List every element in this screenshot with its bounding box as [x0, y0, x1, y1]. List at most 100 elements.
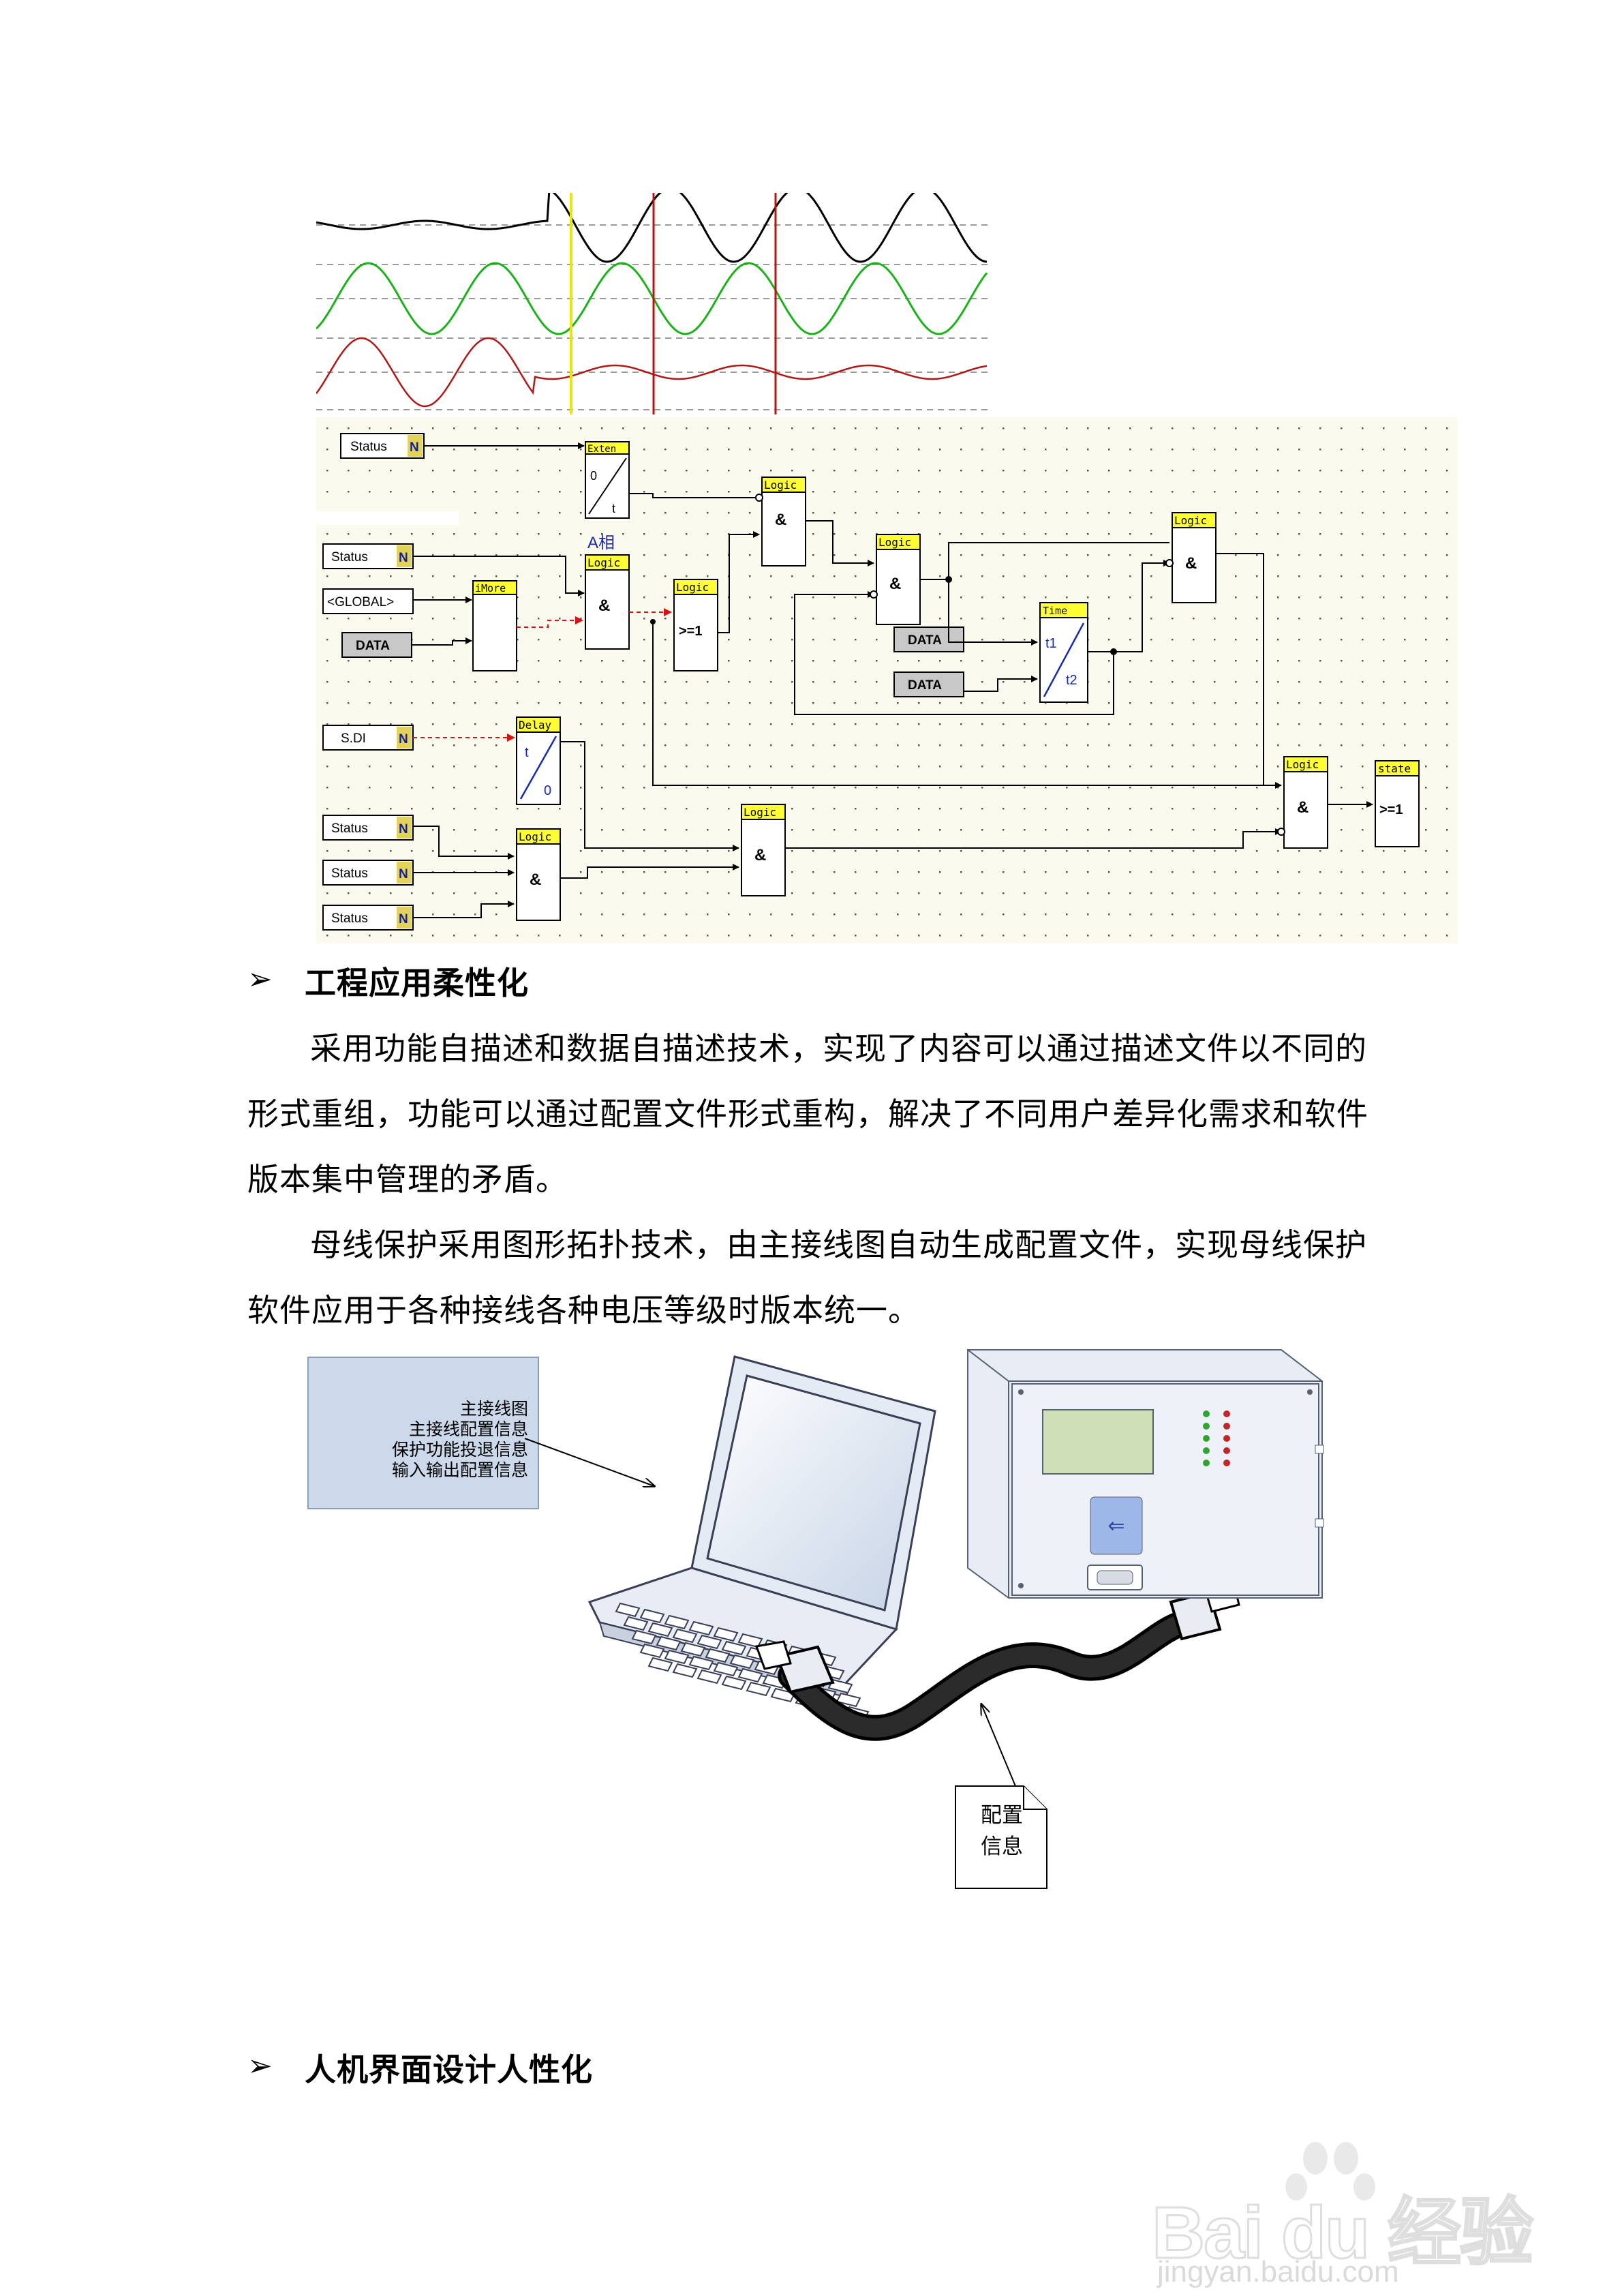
block-time[interactable]: Time t1 t2 — [1039, 602, 1088, 703]
info-line: 主接线配置信息 — [408, 1419, 528, 1439]
paragraph: 采用功能自描述和数据自描述技术，实现了内容可以通过描述文件以不同的形式重组，功能… — [247, 1030, 1368, 1198]
section-heading: 人机界面设计人性化 — [305, 2051, 593, 2088]
laptop-key — [672, 1663, 698, 1678]
svg-text:Logic: Logic — [744, 806, 776, 819]
doc-label: 配置 信息 — [981, 1803, 1023, 1859]
svg-text:&: & — [1297, 798, 1309, 817]
svg-text:Delay: Delay — [519, 719, 552, 731]
laptop-key — [647, 1657, 673, 1672]
input-status-a[interactable]: Status N — [322, 543, 414, 569]
input-status-b2[interactable]: Status N — [322, 860, 414, 886]
svg-text:N: N — [399, 867, 408, 881]
status-led — [1223, 1410, 1230, 1417]
info-line: 保护功能投退信息 — [391, 1440, 528, 1460]
block-imore[interactable]: iMore — [472, 580, 517, 671]
laptop-key — [623, 1616, 649, 1631]
svg-text:Status: Status — [331, 911, 368, 926]
laptop-key — [827, 1678, 853, 1694]
block-logic-7[interactable]: Logic & — [741, 804, 786, 896]
svg-text:iMore: iMore — [475, 582, 506, 594]
svg-text:0: 0 — [590, 469, 597, 483]
phase-label: A相 — [587, 534, 615, 552]
paragraph: 母线保护采用图形拓扑技术，由主接线图自动生成配置文件，实现母线保护软件应用于各种… — [247, 1226, 1367, 1329]
status-led — [1203, 1435, 1210, 1442]
laptop-key — [721, 1640, 747, 1656]
svg-text:t1: t1 — [1045, 636, 1057, 651]
svg-text:Status: Status — [350, 440, 387, 454]
svg-text:Logic: Logic — [1286, 758, 1319, 771]
svg-text:<GLOBAL>: <GLOBAL> — [327, 595, 394, 609]
svg-text:Logic: Logic — [1174, 514, 1207, 527]
laptop-key — [721, 1675, 747, 1691]
svg-text:S.DI: S.DI — [341, 731, 366, 746]
relay-device-icon: ⇐ — [967, 1349, 1324, 1599]
bullet-marker: ➢ — [247, 962, 273, 997]
svg-text:Logic: Logic — [676, 581, 709, 594]
block-logic-5[interactable]: Logic & — [1172, 512, 1216, 603]
svg-text:Status: Status — [331, 821, 368, 836]
input-data-t2[interactable]: DATA — [893, 671, 964, 697]
svg-text:⇐: ⇐ — [1107, 1514, 1124, 1538]
input-status-b3[interactable]: Status N — [322, 905, 414, 931]
svg-text:&: & — [598, 596, 610, 615]
input-status-b1[interactable]: Status N — [322, 815, 414, 841]
block-delay[interactable]: Delay t 0 — [516, 716, 561, 805]
logic-red-wires — [413, 608, 672, 742]
laptop-key — [639, 1643, 665, 1659]
paw-logo-icon — [1285, 2142, 1375, 2201]
block-logic-6[interactable]: Logic & — [516, 828, 561, 921]
svg-text:Time: Time — [1043, 605, 1067, 617]
status-led — [1223, 1447, 1230, 1454]
svg-text:&: & — [775, 511, 786, 529]
svg-text:t: t — [612, 502, 615, 515]
waveform-recording — [316, 193, 988, 414]
info-line: 主接线图 — [459, 1399, 528, 1419]
block-exten[interactable]: Exten 0 t — [585, 441, 630, 519]
laptop-key — [672, 1628, 698, 1644]
block-logic-3[interactable]: Logic & — [761, 477, 806, 567]
laptop-key — [697, 1669, 722, 1685]
status-led — [1203, 1423, 1210, 1430]
config-illustration: ⇐ — [524, 1349, 1324, 1889]
svg-text:t: t — [525, 745, 529, 760]
laptop-key — [697, 1634, 722, 1650]
baidu-watermark: Bai du 经验 jingyan.baidu.com — [1150, 2134, 1588, 2289]
block-state[interactable]: state >=1 — [1375, 760, 1420, 847]
laptop-icon — [587, 1355, 936, 1721]
svg-text:DATA: DATA — [908, 678, 942, 693]
laptop-key — [664, 1614, 690, 1630]
laptop-key — [713, 1661, 739, 1677]
laptop-key — [688, 1620, 714, 1636]
block-logic-2[interactable]: Logic >=1 — [673, 579, 718, 671]
input-global[interactable]: <GLOBAL> — [322, 588, 414, 614]
input-data-t1[interactable]: DATA — [893, 626, 964, 652]
svg-text:0: 0 — [544, 783, 551, 798]
svg-text:DATA: DATA — [356, 639, 390, 653]
input-status-top[interactable]: Status N — [340, 433, 425, 459]
status-led — [1223, 1423, 1230, 1430]
laptop-key — [647, 1622, 673, 1637]
laptop-key — [713, 1627, 739, 1642]
svg-text:DATA: DATA — [908, 633, 942, 648]
trace-current-red — [316, 337, 988, 408]
status-led — [1223, 1460, 1230, 1466]
logic-diagram: Status N Status N <GLOBAL> DATA S.DI N S… — [316, 417, 1458, 943]
laptop-key — [639, 1608, 665, 1624]
laptop-key — [836, 1692, 861, 1708]
block-logic-1[interactable]: Logic & — [585, 554, 630, 650]
body-paragraphs: 采用功能自描述和数据自描述技术，实现了内容可以通过描述文件以不同的形式重组，功能… — [247, 1016, 1392, 1343]
svg-text:Logic: Logic — [878, 536, 911, 549]
laptop-key — [656, 1635, 682, 1651]
svg-text:state: state — [1378, 762, 1411, 775]
block-logic-4[interactable]: Logic & — [876, 534, 921, 625]
input-sdi[interactable]: S.DI N — [322, 725, 414, 751]
info-line: 输入输出配置信息 — [391, 1460, 528, 1480]
status-led — [1223, 1435, 1230, 1442]
svg-text:Logic: Logic — [519, 830, 551, 843]
input-data-a[interactable]: DATA — [341, 632, 412, 658]
svg-text:Logic: Logic — [764, 479, 797, 492]
cable-icon — [754, 1580, 1240, 1741]
block-logic-8[interactable]: Logic & — [1283, 756, 1328, 849]
laptop-key — [705, 1648, 731, 1663]
laptop-key — [615, 1602, 641, 1618]
